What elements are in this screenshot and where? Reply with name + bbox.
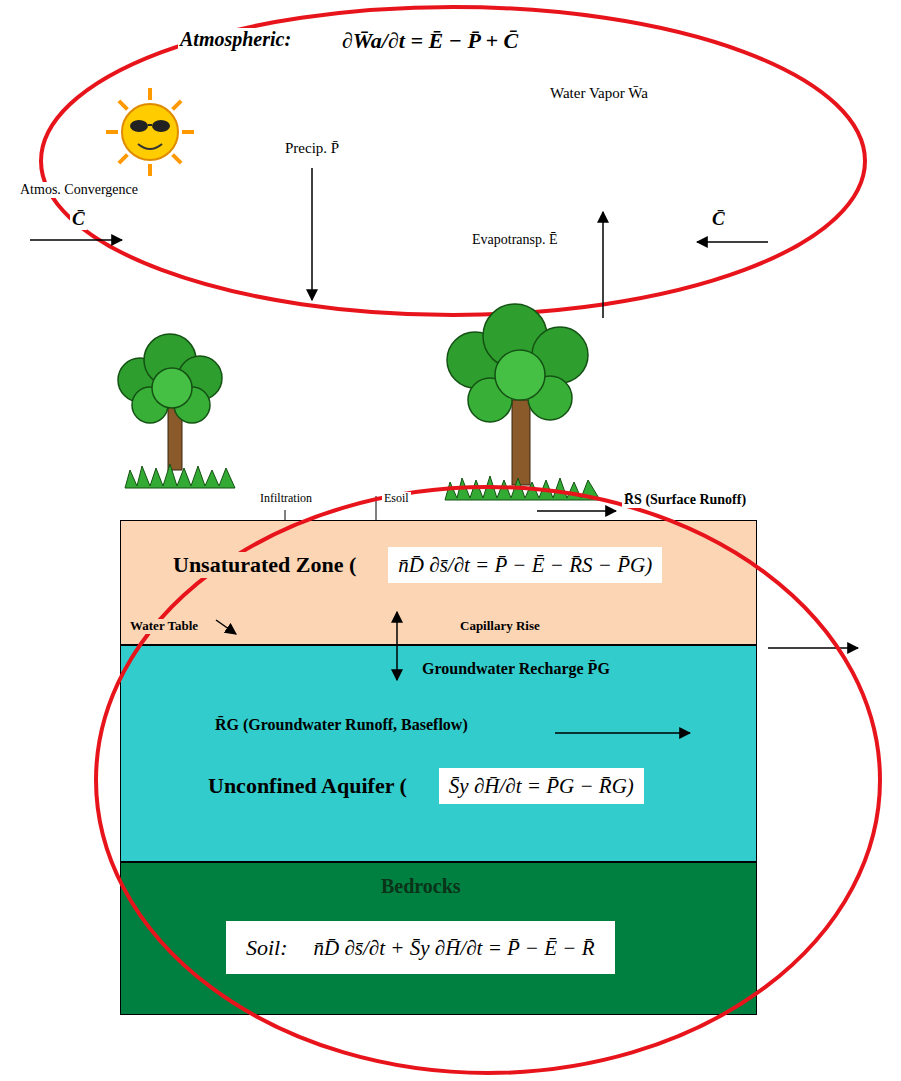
label-holder: R̄G (Groundwater Runoff, Baseflow) [213,716,470,734]
tree-right-part [532,327,588,383]
label-holder: Capillary Rise [458,619,542,634]
sun-icon-part [182,130,194,134]
flux-label: Water Vapor W̄a [548,85,650,102]
process-label: R̄G (Groundwater Runoff, Baseflow) [213,716,470,734]
text-holder: ∂W̄a/∂t = Ē − P̄ + C̄ [340,28,520,53]
flow-arrows-part [216,620,236,634]
process-label: R̄S (Surface Runoff) [622,492,748,508]
equation: S̄y ∂H̄/∂t = P̄G − R̄G) [439,768,644,804]
tree-right-part [483,304,547,368]
label-holder: Water Table [128,619,200,634]
flow-arrows-part [311,168,313,300]
flux-label: Precip. P̄ [283,140,341,157]
text-holder: Atmospheric: [178,28,293,51]
equation: ∂W̄a/∂t = Ē − P̄ + C̄ [340,28,520,53]
tree-right-part [468,378,512,422]
tree-right [445,304,600,500]
process-label: Groundwater Recharge P̄G [420,660,612,678]
flow-arrows-part [396,612,398,680]
sun-icon-part [148,88,152,100]
process-label: Esoil [382,492,411,506]
boundary-label: Water Table [128,619,200,634]
leader-lines-part [285,510,286,520]
sun-icon-part [152,120,170,132]
sun-icon-part [148,124,152,126]
sun-icon-part [130,120,148,132]
highlight-ellipse [41,7,865,315]
sun-icon-part [138,144,162,149]
sun-icon-part [173,101,182,110]
sun-icon-part [119,155,128,164]
tree-right-part [495,350,545,400]
flow-arrows-part [697,241,768,243]
sun-icon [106,88,194,176]
sun-icon-part [148,164,152,176]
flow-arrows-part [537,510,616,512]
tree-right-part [445,476,600,500]
zone-heading: Unconfined Aquifer ( [206,773,409,798]
text-holder: Water Vapor W̄a [548,85,650,102]
bedrock-band: BedrocksSoil: n̄D̄ ∂s̄/∂t + S̄y ∂H̄/∂t = … [120,862,757,1015]
flux-symbol: C̄ [70,208,87,230]
tree-left-part [178,356,222,400]
equation: n̄D̄ ∂s̄/∂t = P̄ − Ē − R̄S − P̄G) [388,547,662,583]
tree-left-part [125,464,235,488]
tree-left [118,334,235,488]
text-holder: Bedrocks [379,875,463,898]
tree-left-part [168,405,182,470]
sun-icon-part [173,155,182,164]
tree-right-part [528,376,572,420]
flux-label: Evapotransp. Ē [470,232,560,248]
text-row: Unconfined Aquifer ( S̄y ∂H̄/∂t = P̄G − R… [206,768,644,804]
tree-left-part [152,368,192,408]
tree-left-part [132,387,168,423]
section-heading: Atmospheric: [178,28,293,51]
atmosphere-ellipse: Atmospheric: ∂W̄a/∂t = Ē − P̄ + C̄ Precip… [38,4,868,318]
zone-heading: Unsaturated Zone ( [171,552,358,577]
label-holder: R̄S (Surface Runoff) [622,492,748,508]
tree-right-part [512,400,530,485]
text-row: Soil: n̄D̄ ∂s̄/∂t + S̄y ∂H̄/∂t = P̄ − Ē … [226,921,615,974]
text-holder: Atmos. Convergence [18,182,140,198]
sun-icon-part [122,104,178,160]
label-holder: Infiltration [258,492,314,506]
leader-lines-part [376,496,377,520]
tree-right-part [447,332,503,388]
text-holder: C̄ [70,208,87,230]
equation: n̄D̄ ∂s̄/∂t + S̄y ∂H̄/∂t = P̄ − Ē − R̄ [312,936,597,960]
highlight-ellipse [96,487,880,1073]
flow-arrows-part [768,647,858,649]
unsaturated-zone-band: Unsaturated Zone ( n̄D̄ ∂s̄/∂t = P̄ − Ē … [120,520,757,645]
flow-arrows-part [30,239,122,241]
flow-arrows-part [555,732,690,734]
tree-left-part [118,358,162,402]
text-holder: C̄ [710,208,727,230]
label-holder: Esoil [382,492,411,506]
process-label: Infiltration [258,492,314,506]
leader-lines [285,496,376,520]
zone-heading: Bedrocks [379,875,463,898]
tree-left-part [174,387,210,423]
text-holder: Evapotransp. Ē [470,232,560,248]
tree-left-part [144,334,196,386]
text-holder: Precip. P̄ [283,140,341,157]
flux-symbol: C̄ [710,208,727,230]
process-label: Capillary Rise [458,619,542,634]
sun-icon-part [119,101,128,110]
text-row: Unsaturated Zone ( n̄D̄ ∂s̄/∂t = P̄ − Ē … [171,547,662,583]
label-holder: Groundwater Recharge P̄G [420,660,612,678]
flow-arrows [30,168,858,733]
flow-arrows-part [602,212,604,318]
equation-label: Soil: [244,935,290,960]
flux-label: Atmos. Convergence [18,182,140,198]
sun-icon-part [106,130,118,134]
